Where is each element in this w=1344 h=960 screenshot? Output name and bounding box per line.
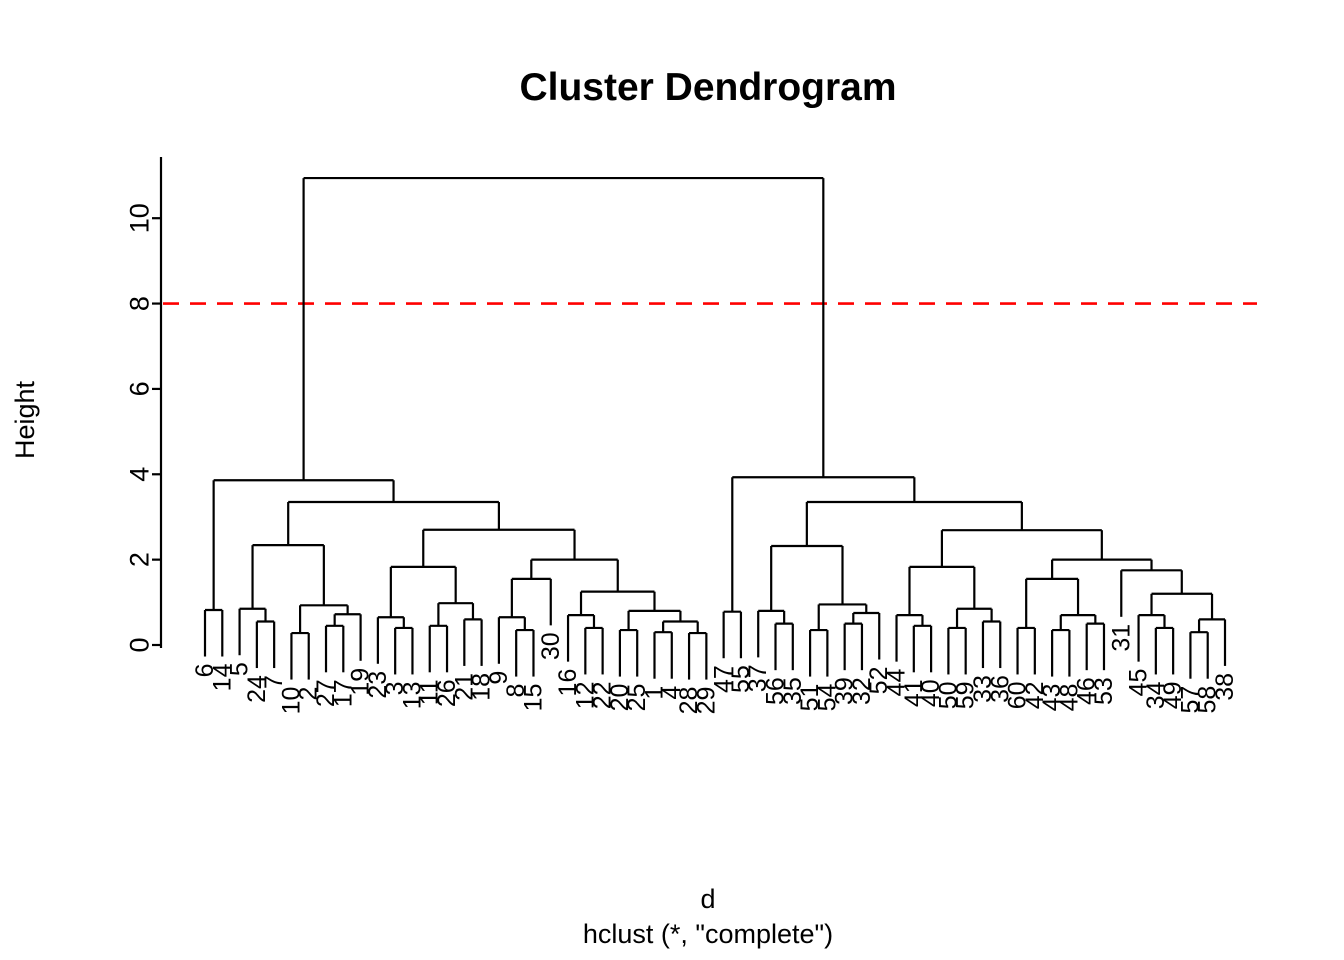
leaf-label: 45 bbox=[1125, 669, 1153, 697]
leaf-label: 16 bbox=[554, 669, 582, 697]
leaf-label: 27 bbox=[312, 679, 340, 707]
leaf-label: 11 bbox=[416, 679, 444, 705]
leaf-label: 43 bbox=[1038, 684, 1066, 712]
leaf-label: 6 bbox=[191, 664, 219, 678]
leaf-label: 44 bbox=[883, 669, 911, 697]
y-axis: 0 2 4 6 8 10 bbox=[125, 157, 163, 653]
leaf-label: 10 bbox=[277, 687, 305, 715]
y-tick-label: 4 bbox=[125, 467, 155, 482]
plot-title: Cluster Dendrogram bbox=[519, 66, 896, 109]
leaf-label: 7 bbox=[260, 675, 288, 689]
leaf-label: 29 bbox=[692, 687, 720, 715]
leaf-label: 22 bbox=[589, 681, 617, 709]
leaf-label: 57 bbox=[1176, 686, 1204, 714]
leaf-label: 18 bbox=[468, 673, 496, 701]
leaf-label: 12 bbox=[571, 681, 599, 709]
leaf-label: 56 bbox=[762, 677, 790, 705]
leaf-label: 54 bbox=[813, 683, 841, 711]
leaf-label: 20 bbox=[606, 684, 634, 712]
leaf-label: 47 bbox=[710, 665, 738, 693]
leaf-label: 9 bbox=[485, 671, 513, 685]
leaf-label: 17 bbox=[329, 679, 357, 707]
leaf-label: 23 bbox=[364, 671, 392, 699]
leaf-label: 37 bbox=[744, 664, 772, 692]
leaf-label: 50 bbox=[934, 681, 962, 709]
leaf-label: 48 bbox=[1055, 684, 1083, 712]
leaf-label: 3 bbox=[381, 681, 409, 695]
leaf-label: 39 bbox=[831, 677, 859, 705]
leaf-label: 40 bbox=[917, 679, 945, 707]
y-tick-label: 10 bbox=[125, 203, 155, 233]
leaf-label: 38 bbox=[1211, 673, 1239, 701]
y-tick-label: 8 bbox=[125, 296, 155, 311]
leaf-label: 28 bbox=[675, 687, 703, 715]
leaf-label: 41 bbox=[900, 679, 928, 707]
leaf-label: 26 bbox=[433, 679, 461, 707]
leaf-label: 55 bbox=[727, 665, 755, 693]
leaf-label: 15 bbox=[519, 684, 547, 712]
leaf-label: 53 bbox=[1090, 677, 1118, 705]
leaf-label: 46 bbox=[1073, 677, 1101, 705]
leaf-labels: 6145247102271719233131126211898153016122… bbox=[191, 624, 1239, 715]
leaf-label: 31 bbox=[1107, 624, 1135, 652]
leaf-label: 49 bbox=[1159, 681, 1187, 709]
leaf-label: 36 bbox=[986, 675, 1014, 703]
leaf-label: 14 bbox=[208, 663, 236, 691]
leaf-label: 4 bbox=[658, 686, 686, 700]
leaf-label: 30 bbox=[537, 632, 565, 660]
leaf-label: 1 bbox=[640, 686, 668, 700]
leaf-label: 59 bbox=[952, 681, 980, 709]
leaf-label: 19 bbox=[347, 668, 375, 696]
y-tick-label: 0 bbox=[125, 637, 155, 652]
leaf-label: 51 bbox=[796, 684, 824, 712]
leaf-label: 33 bbox=[969, 675, 997, 703]
leaf-label: 60 bbox=[1004, 681, 1032, 709]
y-axis-label: Height bbox=[10, 380, 40, 459]
leaf-label: 2 bbox=[295, 687, 323, 701]
leaf-label: 5 bbox=[226, 662, 254, 676]
leaf-label: 32 bbox=[848, 677, 876, 705]
x-axis-caption-d: d bbox=[700, 884, 715, 914]
leaf-label: 52 bbox=[865, 667, 893, 695]
leaf-label: 42 bbox=[1021, 681, 1049, 709]
leaf-label: 21 bbox=[450, 673, 478, 701]
leaf-label: 25 bbox=[623, 684, 651, 712]
y-tick-label: 2 bbox=[125, 552, 155, 567]
leaf-label: 58 bbox=[1194, 686, 1222, 714]
leaf-label: 8 bbox=[502, 684, 530, 698]
x-axis-caption-method: hclust (*, "complete") bbox=[583, 919, 833, 949]
leaf-label: 34 bbox=[1142, 681, 1170, 709]
y-tick-label: 6 bbox=[125, 381, 155, 396]
dendrogram-tree bbox=[203, 176, 1227, 680]
leaf-label: 13 bbox=[398, 681, 426, 709]
leaf-label: 24 bbox=[243, 675, 271, 703]
leaf-label: 35 bbox=[779, 677, 807, 705]
